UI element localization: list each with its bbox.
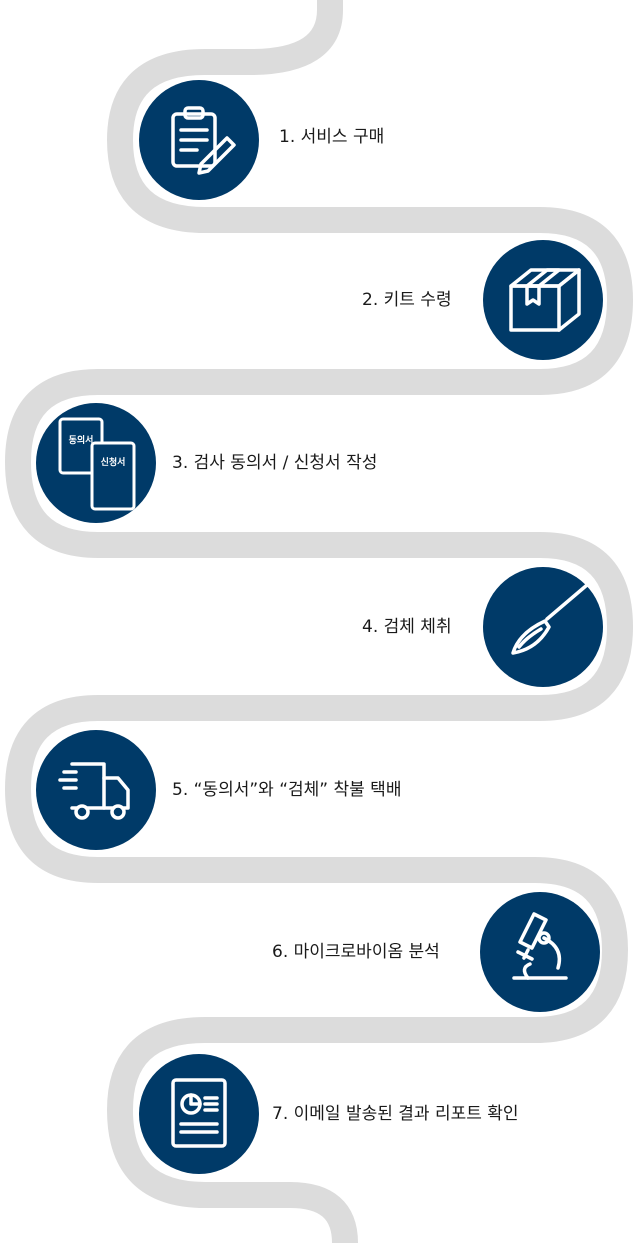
delivery-truck-icon xyxy=(58,762,130,820)
clipboard-pencil-icon xyxy=(171,106,236,175)
step-6-icon-circle xyxy=(480,892,600,1012)
step-1-icon-circle xyxy=(139,80,259,200)
step-6-label: 6. 마이크로바이옴 분석 xyxy=(272,942,440,962)
step-5-label: 5. “동의서”와 “검체” 착불 택배 xyxy=(172,780,402,800)
step-3-icon-circle: 동의서 신청서 xyxy=(36,403,156,523)
microscope-icon xyxy=(512,912,568,980)
step-7-icon-circle xyxy=(139,1054,259,1174)
step-2-icon-circle xyxy=(483,240,603,360)
step-7-label: 7. 이메일 발송된 결과 리포트 확인 xyxy=(272,1104,519,1124)
swab-icon xyxy=(511,583,589,655)
step-4-icon-circle xyxy=(483,567,603,687)
step-1-label: 1. 서비스 구매 xyxy=(279,127,385,147)
doc-back-text: 신청서 xyxy=(101,456,126,468)
step-4-label: 4. 검체 체취 xyxy=(362,617,452,637)
step-5-icon-circle xyxy=(36,730,156,850)
consent-forms-icon: 동의서 신청서 xyxy=(58,417,136,511)
package-box-icon xyxy=(509,268,581,332)
report-icon xyxy=(171,1078,227,1148)
step-3-label: 3. 검사 동의서 / 신청서 작성 xyxy=(172,453,378,473)
doc-front-text: 동의서 xyxy=(69,434,94,446)
step-2-label: 2. 키트 수령 xyxy=(362,290,452,310)
